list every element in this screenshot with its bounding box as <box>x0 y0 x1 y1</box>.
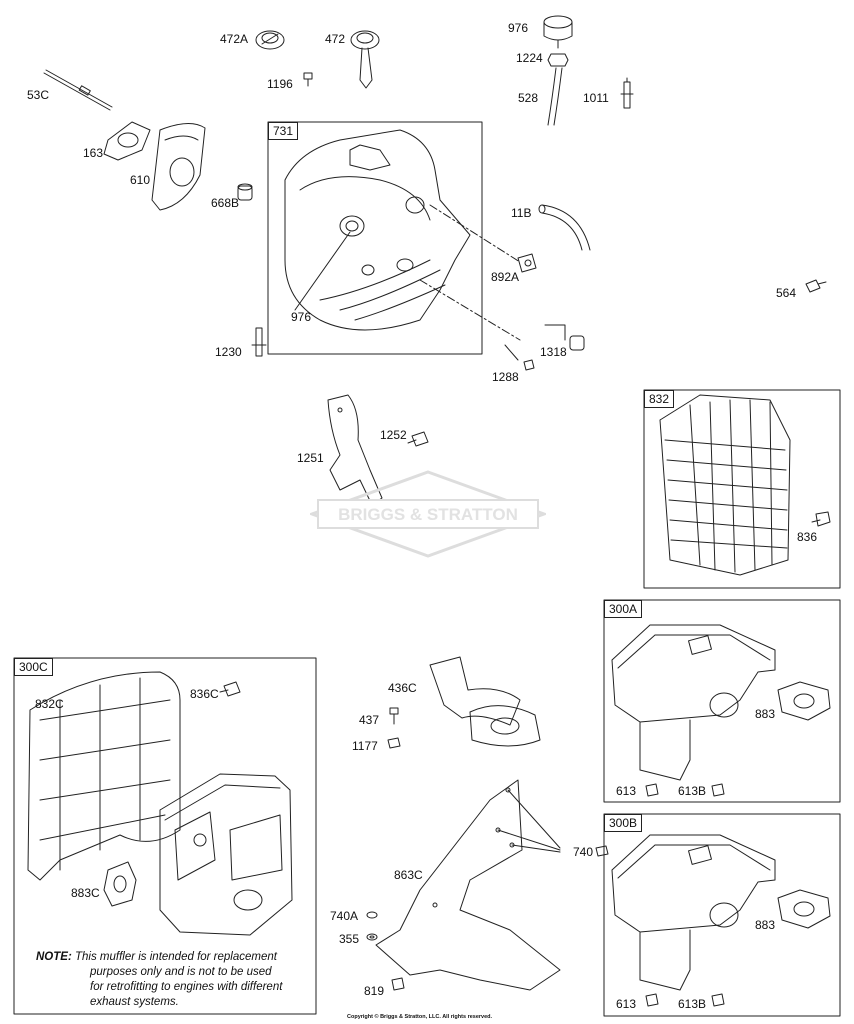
muffler-300c <box>159 773 293 936</box>
label-472: 472 <box>325 32 346 46</box>
label-883b: 883 <box>755 918 776 932</box>
screw-564 <box>805 279 827 293</box>
screw-819 <box>391 977 405 991</box>
gasket-163 <box>103 121 151 161</box>
label-163: 163 <box>83 146 104 160</box>
label-836: 836 <box>797 530 818 544</box>
label-355: 355 <box>339 932 360 946</box>
brand-watermark-logo: BRIGGS & STRATTON <box>310 470 546 558</box>
label-976: 976 <box>291 310 312 324</box>
note-line4: exhaust systems. <box>90 996 179 1008</box>
muffler-300a <box>611 624 776 781</box>
label-892a: 892A <box>491 270 520 284</box>
gasket-883b <box>777 889 831 929</box>
label-740: 740 <box>573 845 594 859</box>
blower-housing-731 <box>284 129 471 331</box>
label-863c: 863C <box>394 868 423 882</box>
copyright-text: Copyright © Briggs & Stratton, LLC. All … <box>347 1014 493 1020</box>
nut-740 <box>595 845 609 857</box>
cap-472 <box>350 30 380 89</box>
label-832c: 832C <box>35 697 64 711</box>
label-1318: 1318 <box>540 345 567 359</box>
box-832-frame <box>643 389 841 589</box>
screws-613a <box>645 783 725 797</box>
stud-1230 <box>251 327 267 357</box>
hose-11b <box>538 204 591 251</box>
screws-613b <box>645 993 725 1007</box>
svg-text:BRIGGS & STRATTON: BRIGGS & STRATTON <box>338 505 518 524</box>
tag-300b: 300B <box>604 814 643 832</box>
elbow-436c <box>429 656 541 747</box>
label-819: 819 <box>364 984 385 998</box>
label-613a: 613 <box>616 784 637 798</box>
screw-1252 <box>407 431 429 447</box>
gasket-883c <box>103 861 137 907</box>
label-436c: 436C <box>388 681 417 695</box>
tag-300a: 300A <box>604 600 643 618</box>
hose-528 <box>547 67 563 126</box>
label-836c: 836C <box>190 687 219 701</box>
screw-437 <box>389 707 399 725</box>
washer-740a <box>366 911 378 919</box>
label-11b: 11B <box>511 206 532 220</box>
note-prefix: NOTE: <box>36 951 72 963</box>
screw-1196 <box>303 72 313 87</box>
bracket-863c <box>375 779 561 991</box>
shield-610 <box>151 123 206 211</box>
label-1252: 1252 <box>380 428 407 442</box>
box-300c-frame <box>13 657 317 1015</box>
tag-832: 832 <box>644 390 675 408</box>
label-528: 528 <box>518 91 539 105</box>
nut-1177 <box>387 737 401 749</box>
box-300a-frame <box>603 599 841 803</box>
guard-832c <box>27 671 181 881</box>
nut-1288 <box>504 344 535 371</box>
label-1288: 1288 <box>492 370 519 384</box>
replacement-note: NOTE: This muffler is intended for repla… <box>36 950 306 1010</box>
spacer-668b <box>237 183 253 201</box>
clip-892a <box>517 253 537 273</box>
label-613b-a: 613B <box>678 784 707 798</box>
note-line2: purposes only and is not to be used <box>90 966 272 978</box>
tag-300c: 300C <box>14 658 53 676</box>
label-613b: 613 <box>616 997 637 1011</box>
label-976-top: 976 <box>508 21 529 35</box>
tag-731: 731 <box>268 122 299 140</box>
box-300b-frame <box>603 813 841 1017</box>
note-line3: for retrofitting to engines with differe… <box>90 981 283 993</box>
label-668b: 668B <box>211 196 240 210</box>
label-1251: 1251 <box>297 451 324 465</box>
guard-832 <box>659 394 791 576</box>
label-1011: 1011 <box>583 91 609 105</box>
note-line1: This muffler is intended for replacement <box>74 951 277 963</box>
label-883a: 883 <box>755 707 776 721</box>
washer-355 <box>366 933 378 941</box>
label-472a: 472A <box>220 32 249 46</box>
label-740a: 740A <box>330 909 359 923</box>
gasket-883a <box>777 681 831 721</box>
rod-53c <box>43 69 113 111</box>
label-53c: 53C <box>27 88 50 102</box>
label-437: 437 <box>359 713 380 727</box>
box-731-frame <box>267 121 483 355</box>
muffler-300b <box>611 834 776 991</box>
label-1177: 1177 <box>352 739 378 753</box>
valve-1011 <box>620 77 634 109</box>
label-613b-b: 613B <box>678 997 707 1011</box>
label-610: 610 <box>130 173 151 187</box>
cap-472a <box>255 30 285 50</box>
label-883c: 883C <box>71 886 100 900</box>
label-1224: 1224 <box>516 51 543 65</box>
leader-976 <box>294 231 351 311</box>
dash-lines <box>419 204 521 341</box>
cap-976-top <box>543 15 573 49</box>
label-1230: 1230 <box>215 345 242 359</box>
label-1196: 1196 <box>267 77 293 91</box>
screw-836c <box>219 681 241 697</box>
screw-836 <box>811 511 831 527</box>
nut-1224 <box>547 53 569 67</box>
grommet-1318 <box>544 324 585 351</box>
label-564: 564 <box>776 286 797 300</box>
